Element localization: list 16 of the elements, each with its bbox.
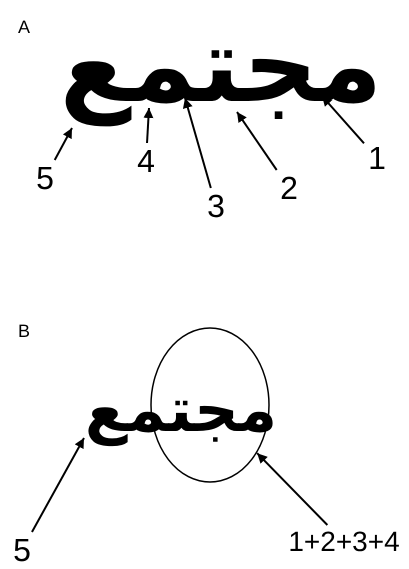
callout-number: 5 [32, 160, 58, 196]
callout-number: 4 [134, 143, 158, 179]
leader-arrow [256, 452, 328, 526]
leader-arrow [31, 438, 85, 532]
callout-number: 3 [203, 188, 229, 224]
panel-label: B [18, 322, 30, 340]
leader-arrow [54, 128, 73, 160]
callout-number: 1+2+3+4 [281, 525, 407, 559]
callout-number: 5 [10, 532, 34, 568]
leader-arrow [182, 98, 212, 188]
arabic-word: مجتمع [60, 2, 382, 128]
leader-arrow [236, 111, 278, 171]
callout-number: 2 [276, 170, 302, 206]
callout-number: 1 [364, 140, 390, 176]
panel-label: A [18, 18, 30, 36]
leader-arrow [143, 108, 154, 144]
